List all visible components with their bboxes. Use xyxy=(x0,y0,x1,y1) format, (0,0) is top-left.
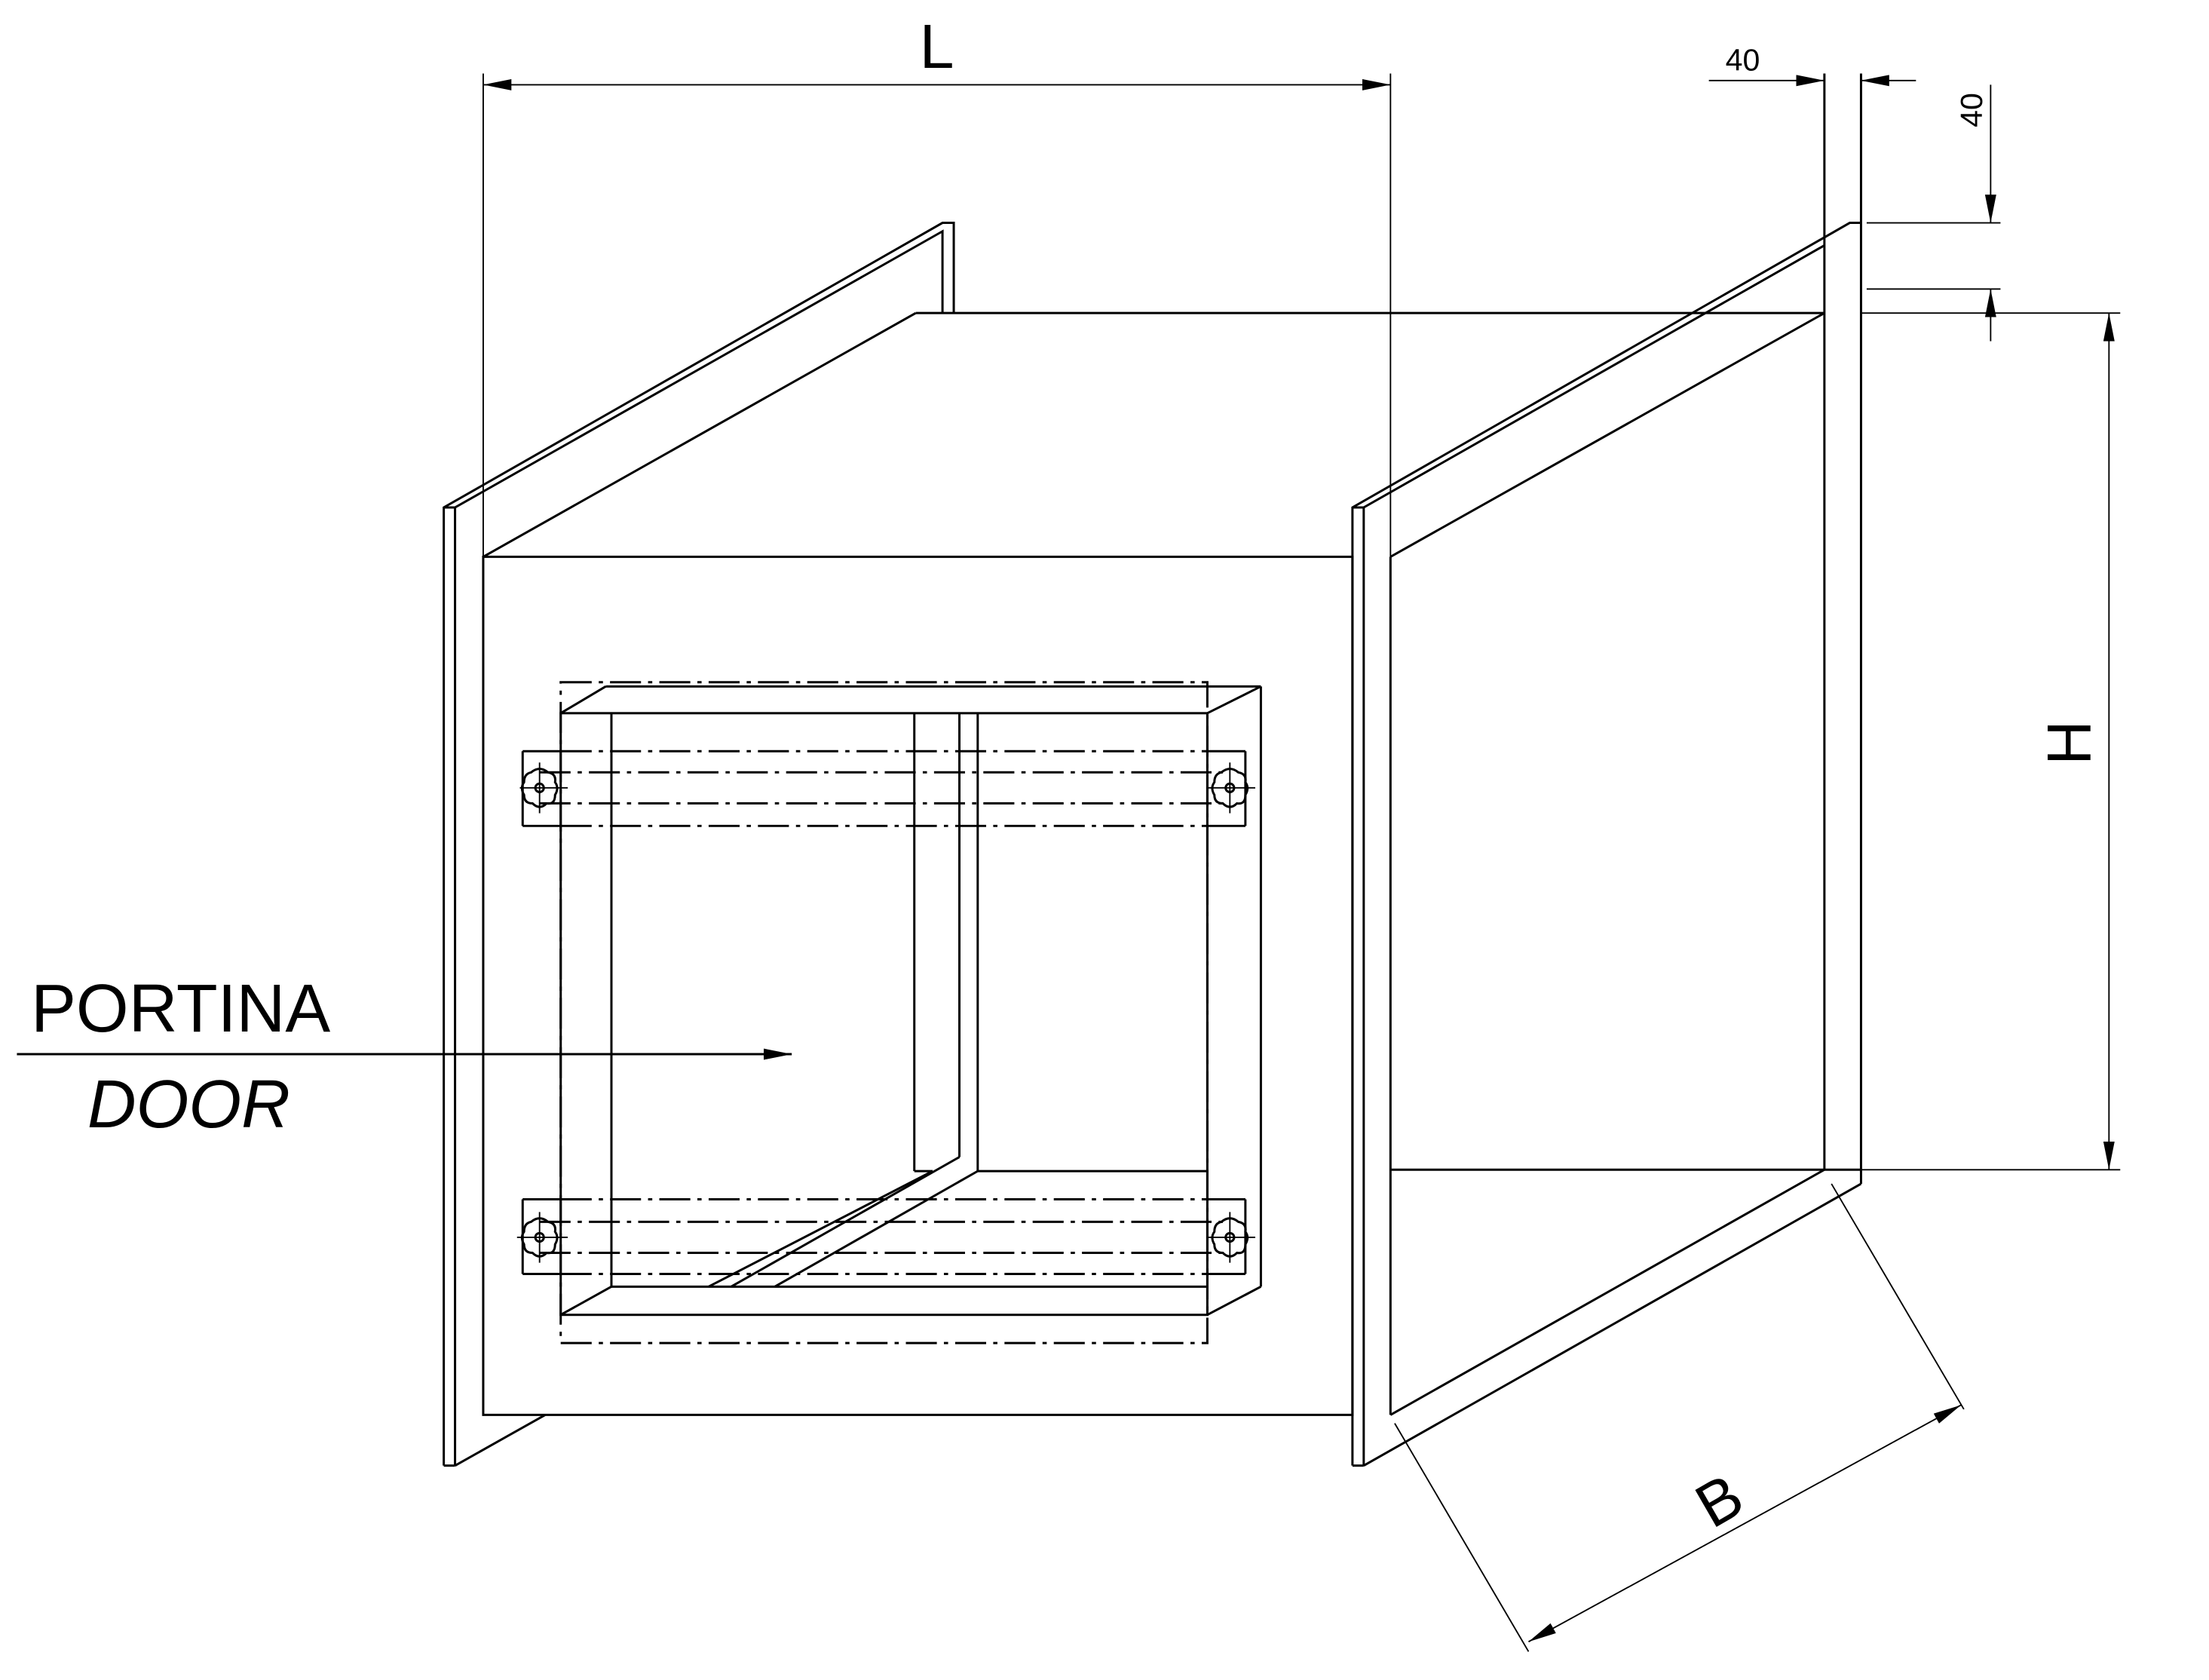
left-flange xyxy=(443,222,955,1467)
callout-label-it: PORTINA xyxy=(31,971,330,1047)
top-bracket xyxy=(521,750,1247,827)
width-dimension: B xyxy=(1394,1183,1965,1652)
callout-label-en: DOOR xyxy=(87,1067,290,1142)
right-flange xyxy=(1351,73,1862,1467)
width-label: B xyxy=(1684,1461,1754,1541)
length-label: L xyxy=(920,13,954,81)
access-door xyxy=(516,681,1262,1344)
knob-icon xyxy=(519,762,568,814)
knob-icon xyxy=(1207,1212,1255,1263)
duct-body xyxy=(454,311,1825,1467)
height-label: H xyxy=(2036,720,2104,765)
length-dimension: L xyxy=(483,13,1392,557)
knob-icon xyxy=(516,1212,568,1263)
flange-height-label: 40 xyxy=(1954,93,1989,127)
flange-height-dimension: 40 xyxy=(1866,84,2001,342)
bottom-bracket xyxy=(521,1198,1247,1276)
height-dimension: H xyxy=(1861,312,2121,1171)
flange-width-dimension: 40 xyxy=(1708,43,1916,87)
flange-width-label: 40 xyxy=(1726,43,1760,78)
knob-icon xyxy=(1207,762,1255,814)
door-callout: PORTINA DOOR xyxy=(17,971,792,1142)
